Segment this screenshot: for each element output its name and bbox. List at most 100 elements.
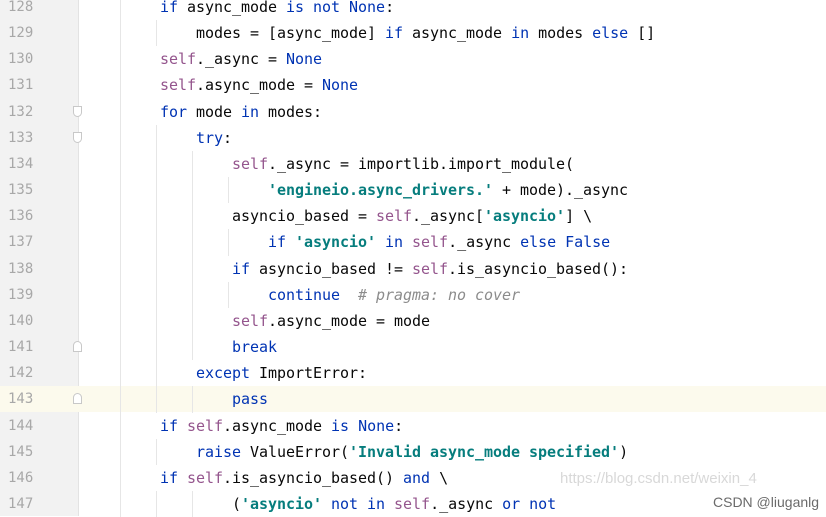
indent-guide <box>192 334 193 361</box>
line-number: 134 <box>8 155 34 172</box>
line-number: 132 <box>8 103 34 120</box>
token-str: 'Invalid async_mode specified' <box>349 442 620 461</box>
token-plain: asyncio_based = <box>232 207 377 226</box>
line-number-gutter <box>0 0 79 516</box>
code-text: continue # pragma: no cover <box>268 282 520 308</box>
indent-guide <box>120 150 121 178</box>
indent-guide <box>156 20 157 47</box>
token-kw: not <box>529 495 557 514</box>
token-kw: if <box>385 24 413 43</box>
token-plain: modes = [async_mode] <box>196 24 386 43</box>
code-text: modes = [async_mode] if async_mode in mo… <box>196 20 655 46</box>
indent-guide <box>120 72 121 99</box>
token-kw: in <box>376 233 413 252</box>
watermark-brand: CSDN @liuganlg <box>713 494 820 511</box>
indent-guide <box>192 150 193 178</box>
token-plain: : <box>394 416 404 435</box>
code-line[interactable]: 144 if self.async_mode is None: <box>0 412 826 439</box>
code-text: self.async_mode = None <box>160 72 358 98</box>
watermark-url: https://blog.csdn.net/weixin_4 <box>560 470 757 487</box>
indent-guide <box>192 255 193 282</box>
line-number: 144 <box>8 417 34 434</box>
token-self: self <box>187 416 224 435</box>
indent-guide <box>120 98 121 125</box>
token-kw: if <box>268 233 296 252</box>
indent-guide <box>156 386 157 413</box>
token-kw: if <box>160 0 188 16</box>
fold-collapse-icon[interactable] <box>73 341 82 353</box>
indent-guide <box>120 334 121 361</box>
token-self: self <box>412 233 449 252</box>
fold-expand-icon[interactable] <box>73 105 82 117</box>
code-text: for mode in modes: <box>160 99 322 125</box>
token-str: 'asyncio' <box>484 207 566 226</box>
token-str: 'engineio.async_drivers.' <box>268 181 494 200</box>
fold-expand-icon[interactable] <box>73 131 82 143</box>
token-plain: asyncio_based != <box>259 259 413 278</box>
indent-guide <box>120 491 121 517</box>
token-kw: in <box>511 24 539 43</box>
indent-guide <box>156 229 157 256</box>
token-kw: None <box>349 0 386 16</box>
token-plain: async_mode <box>187 0 287 16</box>
code-text: self._async = importlib.import_module( <box>232 151 574 177</box>
code-line[interactable]: 138 if asyncio_based != self.is_asyncio_b… <box>0 255 826 282</box>
code-text: except ImportError: <box>196 360 367 386</box>
indent-guide <box>192 491 193 517</box>
code-text: break <box>232 334 277 360</box>
indent-guide <box>156 438 157 465</box>
code-line[interactable]: 132 for mode in modes: <box>0 98 826 125</box>
token-kw: None <box>358 416 395 435</box>
indent-guide <box>228 281 229 308</box>
indent-guide <box>120 124 121 151</box>
token-plain: ValueError( <box>250 442 350 461</box>
token-cmt: # pragma: no cover <box>358 285 521 304</box>
token-self: self <box>187 468 224 487</box>
code-text: if self.async_mode is None: <box>160 413 403 439</box>
indent-guide <box>120 386 121 413</box>
line-number: 138 <box>8 260 34 277</box>
code-text: self.async_mode = mode <box>232 308 430 334</box>
indent-guide <box>120 203 121 230</box>
indent-guide <box>156 360 157 387</box>
token-kw: or <box>502 495 530 514</box>
indent-guide <box>156 334 157 361</box>
code-text: if asyncio_based != self.is_asyncio_base… <box>232 256 628 282</box>
token-kw: for <box>160 102 197 121</box>
line-number: 136 <box>8 208 34 225</box>
indent-guide <box>156 491 157 517</box>
token-kw: if <box>160 416 188 435</box>
indent-guide <box>120 229 121 256</box>
token-plain: ] \ <box>565 207 593 226</box>
code-text: pass <box>232 386 268 412</box>
indent-guide <box>120 307 121 335</box>
code-line[interactable]: 141 break <box>0 334 826 361</box>
token-plain: mode <box>196 102 242 121</box>
indent-guide <box>192 281 193 308</box>
token-kw: None <box>286 50 323 69</box>
indent-guide <box>120 464 121 492</box>
token-plain: ._async <box>430 495 503 514</box>
code-line[interactable]: 147('asyncio' not in self._async or not <box>0 491 826 517</box>
code-line[interactable]: 134 self._async = importlib.import_module… <box>0 150 826 178</box>
indent-guide <box>156 124 157 151</box>
indent-guide <box>120 281 121 308</box>
token-plain: ._async <box>448 233 521 252</box>
fold-collapse-icon[interactable] <box>73 393 82 405</box>
line-number: 141 <box>8 339 34 356</box>
token-kw: raise <box>196 442 251 461</box>
code-line[interactable]: 135'engineio.async_drivers.' + mode)._as… <box>0 177 826 204</box>
